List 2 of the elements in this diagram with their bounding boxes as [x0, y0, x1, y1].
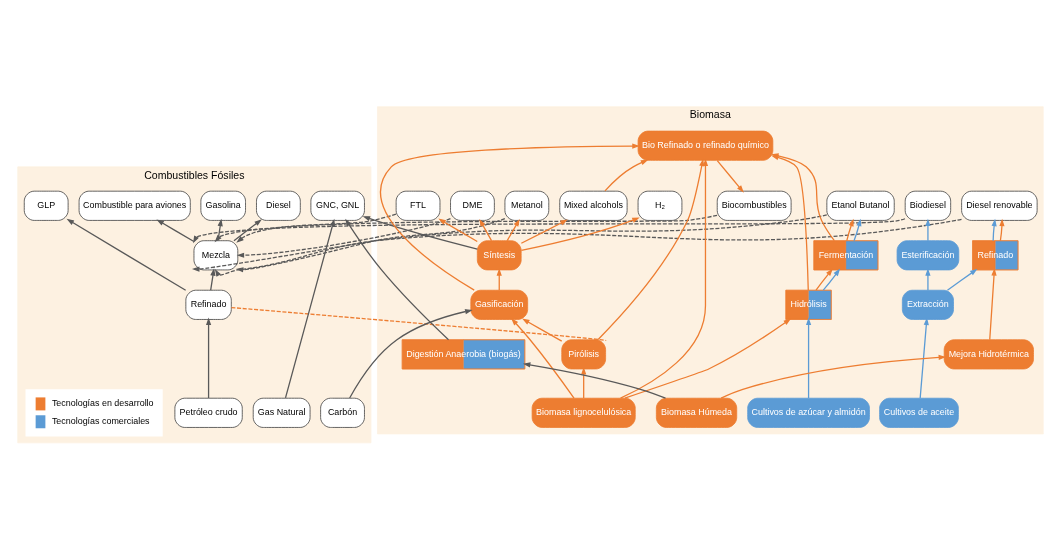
- legend-label: Tecnologías comerciales: [51, 415, 150, 426]
- legend-label: Tecnologías en desarrollo: [51, 397, 154, 408]
